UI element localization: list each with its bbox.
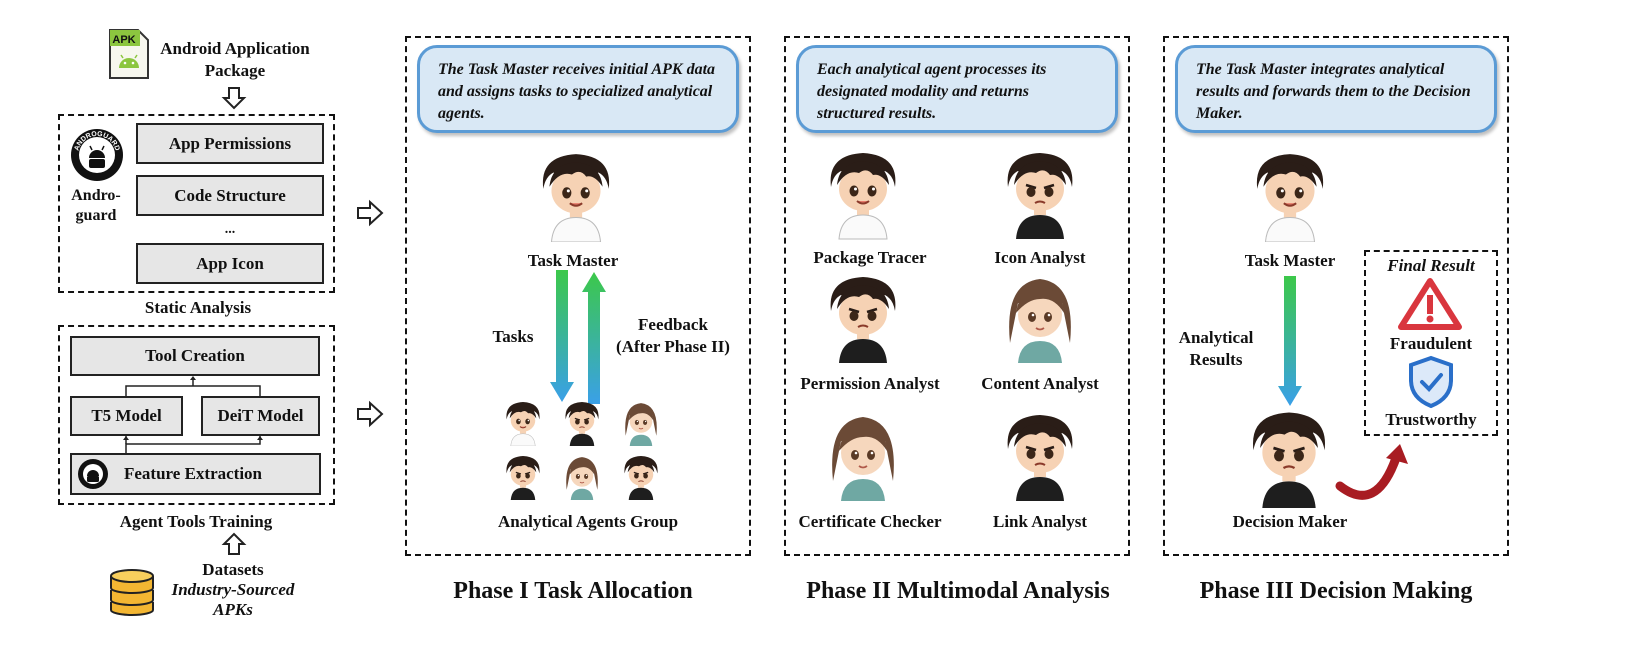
group-avatar-permission-analyst [502, 454, 544, 500]
certificate-checker-label: Certificate Checker [798, 512, 942, 531]
phase3-task-master-label: Task Master [1244, 251, 1336, 270]
feature-extraction-box: Feature Extraction [70, 453, 321, 495]
androguard-small-icon [77, 458, 109, 495]
fraudulent-label: Fraudulent [1389, 334, 1473, 353]
code-structure-box: Code Structure [136, 175, 324, 216]
phase1-title: Phase I Task Allocation [453, 578, 693, 604]
agent-tools-caption: Agent Tools Training [119, 512, 273, 531]
decision-maker-avatar [1244, 408, 1334, 508]
task-master-avatar [1246, 150, 1334, 242]
androguard-label: Andro- guard [71, 187, 121, 224]
shield-check-icon [1409, 355, 1453, 409]
t5-model-box: T5 Model [70, 396, 183, 436]
phase1-bubble: The Task Master receives initial APK dat… [417, 45, 739, 133]
apk-title: Android Application Package [160, 39, 310, 80]
static-analysis-caption: Static Analysis [144, 298, 252, 317]
curved-red-arrow-icon [1335, 444, 1408, 500]
database-icon [108, 566, 156, 621]
app-icon-box: App Icon [136, 243, 324, 284]
group-avatar-certificate-checker [561, 454, 603, 500]
decision-maker-label: Decision Maker [1232, 512, 1348, 531]
feature-extraction-label: Feature Extraction [124, 464, 263, 483]
phase1-panel [405, 36, 751, 556]
content-analyst-avatar [1000, 272, 1080, 364]
app-permissions-box: App Permissions [136, 123, 324, 164]
phase2-panel [784, 36, 1130, 556]
analytical-agents-group-label: Analytical Agents Group [497, 512, 679, 531]
hollow-arrow-icon [221, 86, 247, 115]
package-tracer-label: Package Tracer [813, 248, 927, 267]
final-result-box [1364, 250, 1498, 436]
tasks-down-arrow [550, 270, 574, 402]
link-analyst-label: Link Analyst [992, 512, 1087, 531]
hollow-arrow-icon [221, 532, 247, 561]
datasets-label: Datasets Industry-Sourced APKs [171, 560, 295, 619]
certificate-checker-avatar [823, 410, 903, 502]
results-down-arrow [1278, 276, 1302, 406]
group-avatar-package-tracer [502, 400, 544, 446]
icon-analyst-label: Icon Analyst [994, 248, 1086, 267]
trustworthy-label: Trustworthy [1385, 410, 1477, 429]
group-avatar-content-analyst [620, 400, 662, 446]
phase2-bubble: Each analytical agent processes its desi… [796, 45, 1118, 133]
final-result-label: Final Result [1387, 256, 1475, 275]
phase3-panel [1163, 36, 1509, 556]
warning-triangle-icon [1398, 278, 1462, 330]
phase3-title: Phase III Decision Making [1199, 578, 1473, 604]
androguard-badge-icon: ANDROGUARD [70, 128, 124, 187]
group-avatar-link-analyst [620, 454, 662, 500]
package-tracer-avatar [823, 148, 903, 240]
apk-file-icon: APK [108, 28, 150, 80]
deit-model-box: DeiT Model [201, 396, 320, 436]
tool-creation-box: Tool Creation [70, 336, 320, 376]
agent-tools-box [58, 325, 335, 505]
icon-analyst-avatar [1000, 148, 1080, 240]
task-master-avatar [532, 150, 620, 242]
feedback-label: Feedback (After Phase II) [616, 315, 730, 356]
hollow-arrow-icon [356, 199, 384, 231]
android-icon [119, 54, 139, 68]
permission-analyst-avatar [823, 272, 903, 364]
phase1-task-master-label: Task Master [527, 251, 619, 270]
phase2-title: Phase II Multimodal Analysis [806, 578, 1110, 604]
content-analyst-label: Content Analyst [981, 374, 1099, 393]
tools-connectors [123, 376, 263, 453]
hollow-arrow-icon [356, 400, 384, 432]
tasks-label: Tasks [492, 327, 534, 346]
analytical-results-label: Analytical Results [1178, 328, 1254, 369]
group-avatar-icon-analyst [561, 400, 603, 446]
static-analysis-box [58, 114, 335, 293]
phase3-bubble: The Task Master integrates analytical re… [1175, 45, 1497, 133]
apk-icon-text: APK [112, 34, 135, 46]
ellipsis: ... [224, 222, 236, 237]
link-analyst-avatar [1000, 410, 1080, 502]
feedback-up-arrow [582, 272, 606, 404]
permission-analyst-label: Permission Analyst [800, 374, 940, 393]
